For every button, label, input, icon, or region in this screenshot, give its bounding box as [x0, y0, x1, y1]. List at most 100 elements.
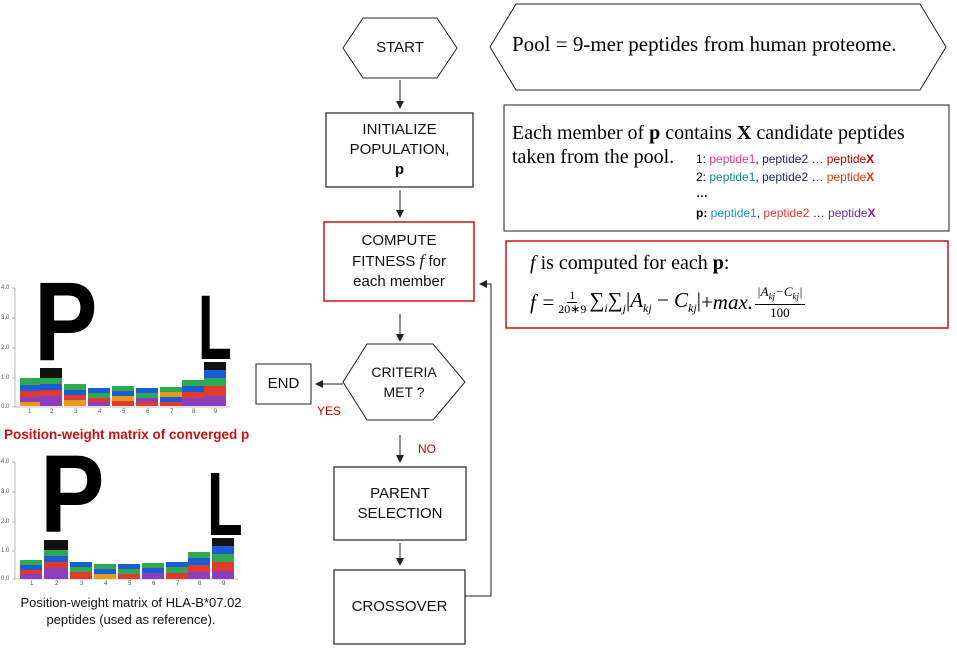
fitness-p: p — [712, 252, 724, 274]
initialize-label: INITIALIZE POPULATION, p — [326, 113, 473, 187]
top-xtick-1: 1 — [28, 409, 32, 415]
top-logo-letter-p: P — [34, 259, 98, 384]
bottom-ytick-0: 0.0 — [1, 576, 10, 582]
peptide-row-p: p: peptide1, peptide2 … peptideX — [696, 206, 876, 220]
formula-sum-i: ∑i — [589, 287, 608, 316]
top-xtick-3: 3 — [74, 409, 78, 415]
bottom-xtick-7: 7 — [176, 581, 180, 587]
formula-plus: + — [700, 289, 713, 314]
rowp-peptide2: peptide2 — [763, 206, 810, 220]
rowp-peptide1: peptide1 — [710, 206, 757, 220]
row1-peptide2: peptide2 — [762, 152, 809, 166]
bottom-ytick-3: 3.0 — [1, 489, 10, 495]
parent-line2: SELECTION — [357, 504, 443, 522]
end-node-shape — [255, 363, 312, 405]
top-xtick-4: 4 — [98, 409, 102, 415]
no-label: NO — [418, 442, 436, 456]
row2-peptide1: peptide1 — [709, 170, 756, 184]
bottom-xtick-3: 3 — [80, 581, 84, 587]
rowp-index: p: — [696, 206, 708, 220]
bottom-ytick-2: 2.0 — [1, 519, 10, 525]
yes-label: YES — [317, 404, 342, 418]
row1-peptide1: peptide1 — [709, 152, 756, 166]
top-xtick-9: 9 — [214, 409, 218, 415]
compute-line1: COMPUTE — [361, 232, 437, 249]
compute-fitness-node-shape — [323, 221, 475, 302]
fitness-heading: f is computed for each p: — [530, 252, 730, 274]
criteria-label: CRITERIA MET ? — [343, 344, 465, 420]
members-line1: Each member of p contains X candidate pe… — [512, 122, 905, 144]
top-ytick-4: 4.0 — [1, 285, 10, 291]
top-logo-letter-l: L — [198, 277, 232, 379]
fitness-formula: f = 1 20∗9 ∑i ∑j |Akj − Ckj| + max. |Akj… — [530, 282, 805, 322]
bottom-xtick-2: 2 — [55, 581, 59, 587]
peptide-row-1: 1: peptide1, peptide2 … peptideX — [696, 152, 875, 166]
top-xtick-7: 7 — [170, 409, 174, 415]
compute-line3: each member — [353, 273, 445, 290]
bottom-xtick-5: 5 — [128, 581, 132, 587]
top-logo-caption: Position-weight matrix of converged p — [4, 427, 250, 442]
bottom-xtick-8: 8 — [198, 581, 202, 587]
bottom-logo-stacks — [20, 538, 234, 579]
end-label: END — [267, 375, 300, 392]
top-logo-axes — [12, 287, 230, 408]
top-xtick-6: 6 — [146, 409, 150, 415]
formula-sum-j: ∑j — [607, 287, 626, 316]
compute-fitness-label: COMPUTE FITNESS f for each member — [324, 222, 474, 301]
compute-f-symbol: f — [419, 251, 425, 270]
top-ytick-1: 1.0 — [1, 375, 10, 381]
formula-lhs: f = — [530, 289, 556, 314]
crossover-node-shape — [333, 569, 466, 645]
bottom-logo-caption: Position-weight matrix of HLA-B*07.02 pe… — [8, 594, 254, 628]
peptide-row-2: 2: peptide1, peptide2 … peptideX — [696, 170, 875, 184]
bottom-caption-line1: Position-weight matrix of HLA-B*07.02 — [20, 595, 242, 610]
row2-peptide2: peptide2 — [762, 170, 809, 184]
peptide-ellipsis: … — [696, 186, 708, 200]
top-ytick-3: 3.0 — [1, 315, 10, 321]
bottom-xtick-1: 1 — [30, 581, 34, 587]
members-x: X — [736, 122, 752, 144]
compute-line2: FITNESS f for — [352, 251, 446, 270]
parent-selection-node-shape — [333, 466, 467, 541]
formula-abs: |Akj − Ckj| — [625, 287, 701, 316]
row2-index: 2: — [696, 170, 707, 184]
fitness-box-shape — [505, 240, 949, 329]
initialize-line2: POPULATION, — [349, 141, 450, 158]
formula-frac2: |Akj−Ckj| 100 — [755, 283, 805, 321]
top-ytick-0: 0.0 — [1, 404, 10, 410]
bottom-caption-line2: peptides (used as reference). — [46, 612, 216, 627]
parent-line1: PARENT — [370, 484, 430, 502]
bottom-logo-letter-l: L — [207, 455, 243, 555]
initialize-line1: INITIALIZE — [362, 121, 437, 138]
fitness-f-symbol: f — [530, 252, 536, 274]
pool-text: Pool = 9-mer peptides from human proteom… — [512, 32, 897, 56]
top-xtick-8: 8 — [192, 409, 196, 415]
row2-peptideX: peptideX — [826, 170, 875, 184]
rowp-peptideX: peptideX — [828, 206, 876, 220]
bottom-xtick-9: 9 — [222, 581, 226, 587]
formula-max: max. — [712, 289, 754, 314]
bottom-xtick-4: 4 — [104, 581, 108, 587]
start-label: START — [376, 39, 424, 56]
criteria-line2: MET ? — [383, 384, 425, 400]
bottom-logo-letter-p: P — [40, 433, 105, 556]
initialize-p: p — [394, 161, 405, 178]
parent-selection-label: PARENT SELECTION — [334, 467, 466, 540]
arrow-crossover-compute-loop — [465, 280, 492, 597]
members-p: p — [649, 122, 661, 144]
criteria-node-shape — [342, 343, 466, 421]
top-xtick-2: 2 — [50, 409, 54, 415]
bottom-ytick-4: 4.0 — [1, 459, 10, 465]
row1-peptideX: peptideX — [826, 152, 875, 166]
top-logo-stacks — [20, 362, 226, 406]
initialize-node-shape — [325, 112, 474, 188]
bottom-xtick-6: 6 — [152, 581, 156, 587]
formula-frac1: 1 20∗9 — [558, 287, 587, 316]
bottom-ytick-1: 1.0 — [1, 548, 10, 554]
pool-box-shape — [489, 3, 947, 91]
members-box-shape — [503, 104, 950, 232]
members-line2: taken from the pool. — [512, 146, 675, 168]
row1-index: 1: — [696, 152, 707, 166]
top-ytick-2: 2.0 — [1, 345, 10, 351]
